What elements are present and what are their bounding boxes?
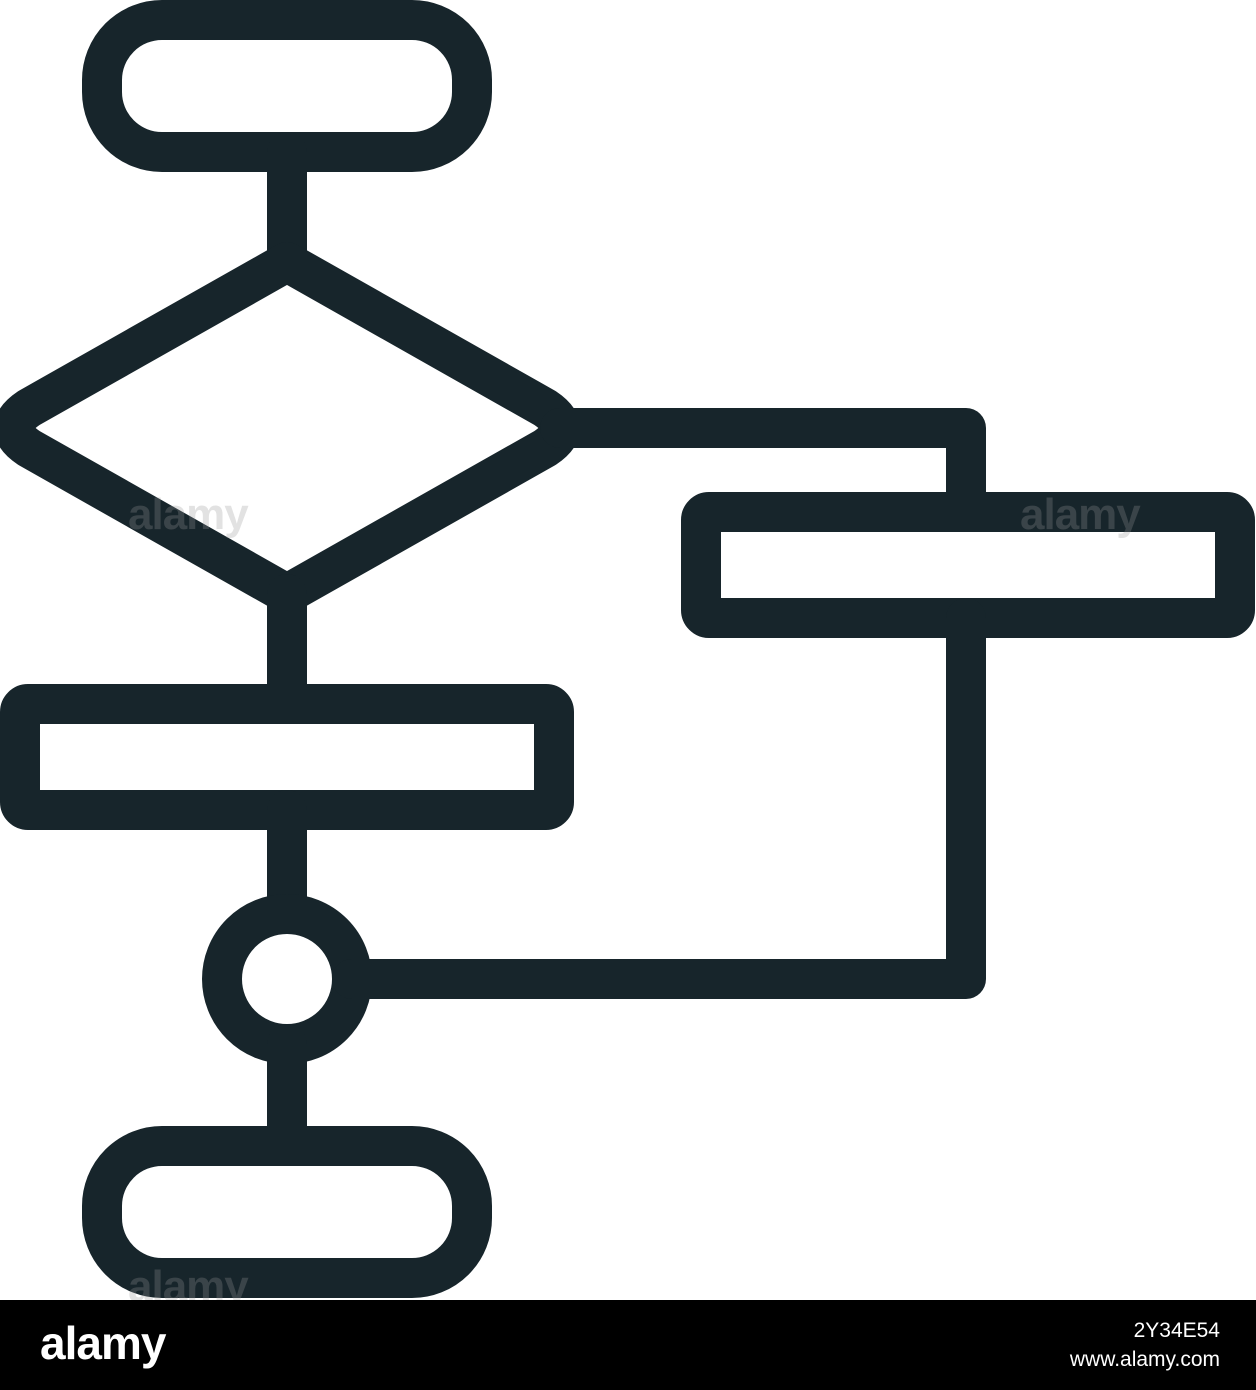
connector-branch-to-junction [332, 598, 986, 999]
decision-diamond [0, 242, 580, 614]
connector-decision-to-branch [540, 408, 986, 532]
footer-bar: alamy 2Y34E54 www.alamy.com [0, 1300, 1256, 1390]
footer-meta: 2Y34E54 www.alamy.com [1070, 1316, 1220, 1374]
flowchart-illustration: alamy alamy alamy [0, 0, 1255, 1311]
end-terminator [82, 1126, 492, 1298]
site-url: www.alamy.com [1069, 1348, 1220, 1371]
alamy-logo: alamy [40, 1317, 166, 1369]
flowchart-icon [0, 0, 1255, 1298]
image-id: 2Y34E54 [1133, 1319, 1220, 1342]
